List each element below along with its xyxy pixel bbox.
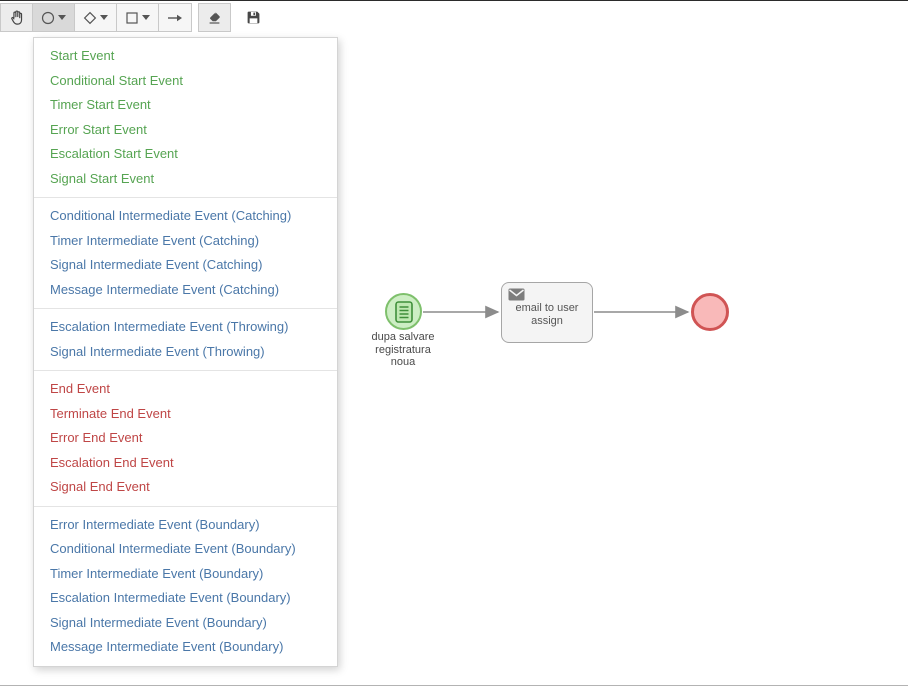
task-node[interactable]: email to user assign (501, 282, 593, 343)
gateway-tool-button[interactable] (74, 3, 117, 32)
menu-item[interactable]: Error Intermediate Event (Boundary) (50, 516, 260, 532)
menu-item[interactable]: Error End Event (50, 430, 143, 445)
menu-item[interactable]: Escalation End Event (50, 454, 174, 470)
menu-item[interactable]: Start Event (50, 48, 115, 63)
document-icon (394, 300, 414, 324)
menu-item[interactable]: Timer Start Event (50, 97, 151, 112)
menu-item[interactable]: Terminate End Event (50, 405, 171, 421)
circle-icon (41, 11, 55, 25)
diamond-icon (83, 11, 97, 25)
sequence-flows (423, 305, 690, 319)
menu-item[interactable]: Signal Intermediate Event (Catching) (50, 257, 263, 272)
menu-item[interactable]: Message Intermediate Event (Boundary) (50, 639, 284, 654)
menu-item[interactable]: Timer Intermediate Event (Boundary) (50, 565, 264, 581)
save-icon (246, 10, 261, 25)
end-event-node[interactable] (691, 293, 729, 331)
eraser-tool-button[interactable] (198, 3, 231, 32)
task-tool-button[interactable] (116, 3, 159, 32)
menu-group-intermediate-catching-events: Conditional Intermediate Event (Catching… (34, 197, 337, 308)
start-event-label: dupa salvare registratura noua (371, 331, 435, 368)
menu-item[interactable]: Error Start Event (50, 121, 147, 137)
menu-item[interactable]: Conditional Intermediate Event (Catching… (50, 208, 292, 223)
menu-item[interactable]: Message Intermediate Event (Catching) (50, 281, 280, 297)
eraser-icon (207, 10, 222, 25)
caret-down-icon (100, 15, 108, 20)
menu-item[interactable]: Conditional Intermediate Event (Boundary… (50, 541, 296, 556)
toolbar (0, 2, 908, 34)
caret-down-icon (58, 15, 66, 20)
menu-item[interactable]: End Event (50, 381, 110, 396)
menu-item[interactable]: Timer Intermediate Event (Catching) (50, 232, 260, 248)
menu-item[interactable]: Signal End Event (50, 479, 150, 494)
menu-item[interactable]: Escalation Start Event (50, 146, 178, 161)
menu-group-intermediate-throwing-events: Escalation Intermediate Event (Throwing)… (34, 308, 337, 370)
square-icon (125, 11, 139, 25)
hand-icon (9, 10, 24, 25)
menu-item[interactable]: Escalation Intermediate Event (Throwing) (50, 319, 289, 334)
menu-item[interactable]: Signal Intermediate Event (Throwing) (50, 343, 265, 359)
start-event-node[interactable] (385, 293, 422, 330)
task-label: email to user assign (515, 302, 579, 327)
event-tool-button[interactable] (32, 3, 75, 32)
hand-tool-button[interactable] (0, 3, 33, 32)
menu-group-intermediate-boundary-events: Error Intermediate Event (Boundary) Condi… (34, 505, 337, 666)
menu-item[interactable]: Signal Intermediate Event (Boundary) (50, 614, 267, 630)
connection-tool-button[interactable] (158, 3, 192, 32)
menu-item[interactable]: Signal Start Event (50, 170, 155, 186)
envelope-icon (508, 288, 525, 301)
caret-down-icon (142, 15, 150, 20)
menu-item[interactable]: Conditional Start Event (50, 72, 183, 88)
save-tool-button[interactable] (237, 3, 270, 32)
menu-item[interactable]: Escalation Intermediate Event (Boundary) (50, 590, 291, 605)
arrow-icon (167, 12, 183, 24)
